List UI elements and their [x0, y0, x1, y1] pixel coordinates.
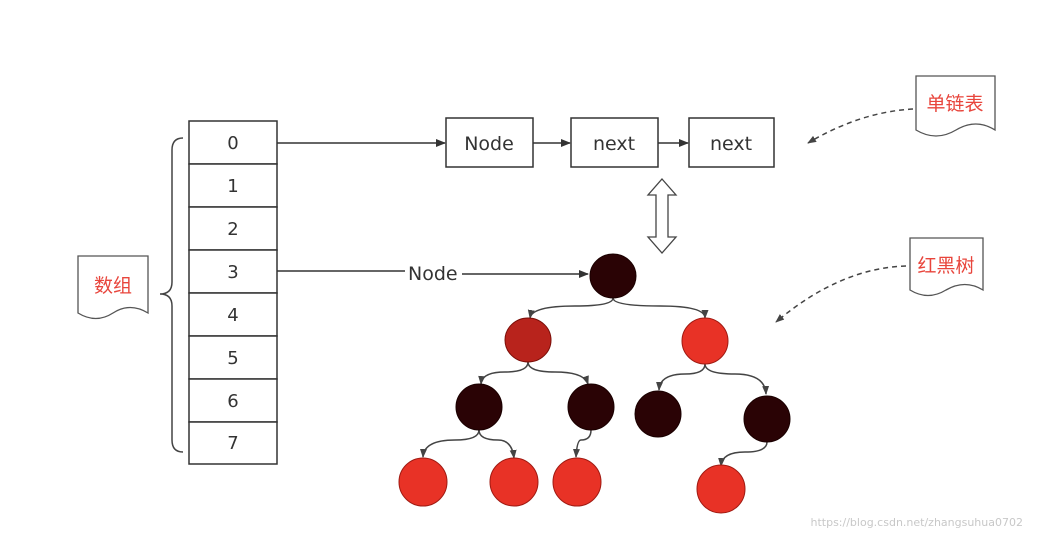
rbtree-dashed-arrow: [775, 265, 907, 323]
array-brace: [159, 137, 184, 453]
array-doc-label: 数组: [94, 275, 132, 297]
conversion-double-arrow: [646, 178, 678, 254]
array-cell: 4: [188, 292, 278, 337]
array-cell: 6: [188, 378, 278, 423]
array-table: 0 1 2 3 4 5 6 7: [188, 120, 278, 465]
rbtree-doc-label: 红黑树: [917, 255, 974, 277]
linked-list-dashed-arrow: [807, 108, 914, 144]
array-cell-label: 4: [227, 305, 238, 326]
list-node: next: [570, 117, 659, 168]
bucket3-arrow-label: Node: [408, 263, 458, 285]
array-cell-label: 3: [227, 262, 238, 283]
array-cell: 7: [188, 421, 278, 465]
linked-list-doc-shape: 单链表: [915, 75, 996, 137]
array-cell: 0: [188, 120, 278, 165]
linked-list-doc-label: 单链表: [926, 93, 983, 115]
array-doc-shape: 数组: [77, 255, 149, 320]
rbtree-doc-shape: 红黑树: [909, 237, 984, 297]
array-cell-label: 5: [227, 348, 238, 369]
rbtree-red-node: [681, 317, 729, 365]
list-node-label: next: [710, 133, 752, 155]
list-node-label: Node: [464, 133, 514, 155]
array-cell: 5: [188, 335, 278, 380]
rbtree-red-node: [489, 457, 539, 507]
list-node: Node: [445, 117, 534, 168]
array-cell-label: 6: [227, 391, 238, 412]
rbtree-black-node: [743, 395, 791, 443]
rbtree-nodes: [398, 253, 791, 514]
array-cell-label: 0: [227, 133, 238, 154]
rbtree-root-node: [589, 253, 637, 299]
rbtree-black-node: [455, 383, 503, 431]
rbtree-black-node: [634, 390, 682, 438]
linked-list: Node next next: [445, 117, 775, 168]
rbtree-black-node: [567, 383, 615, 431]
array-cell-label: 1: [227, 176, 238, 197]
array-cell-label: 7: [227, 433, 238, 454]
rbtree-edges: [419, 297, 770, 467]
rbtree-red-node: [398, 457, 448, 507]
watermark-text: https://blog.csdn.net/zhangsuhua0702: [811, 516, 1024, 529]
array-cell: 1: [188, 163, 278, 208]
array-cell-label: 2: [227, 219, 238, 240]
list-node: next: [688, 117, 775, 168]
rbtree-red-node: [504, 317, 552, 363]
rbtree-red-node: [552, 457, 602, 507]
list-node-label: next: [593, 133, 635, 155]
array-cell: 2: [188, 206, 278, 251]
rbtree-red-node: [696, 464, 746, 514]
array-cell: 3: [188, 249, 278, 294]
